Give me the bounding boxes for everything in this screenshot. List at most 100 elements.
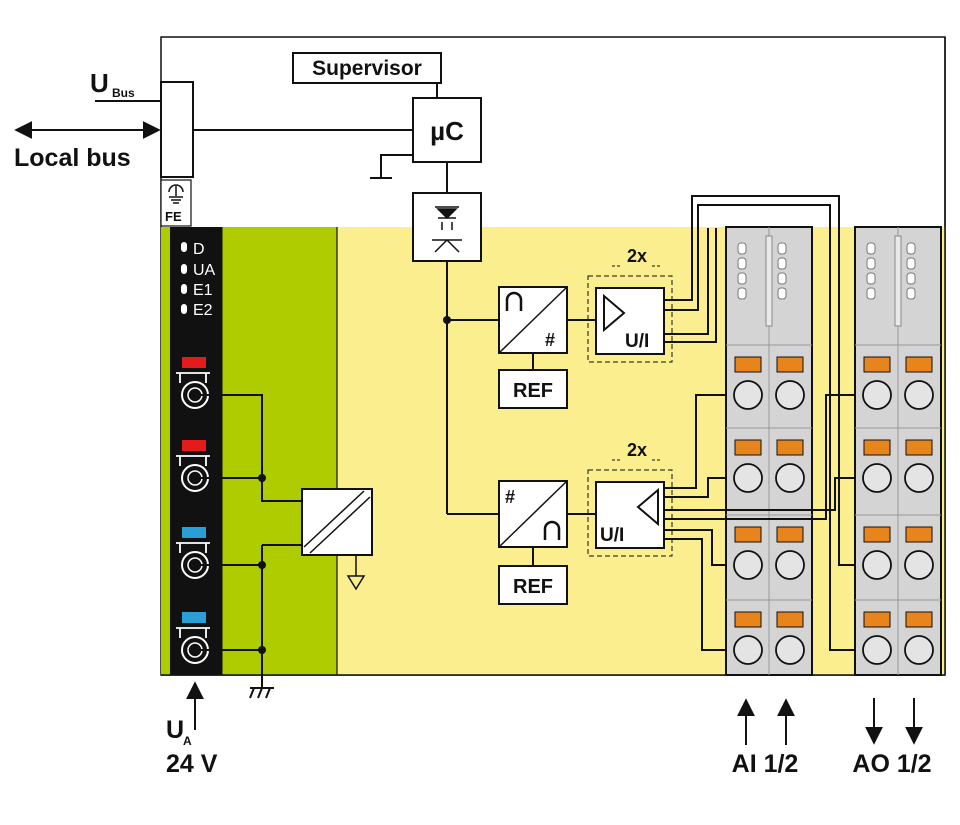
terminal-contact [733,463,763,493]
orange-release-button [863,526,891,543]
orange-release-button [863,356,891,373]
ai-label: AI 1/2 [732,750,799,778]
terminal-contact [904,463,934,493]
ui-bottom-label: U/I [600,525,624,546]
multiplier-bottom-label: 2x [627,440,647,460]
terminal-release-icon [176,542,210,553]
terminal-release-icon [176,455,210,466]
led-window [737,257,747,270]
status-leds [181,242,187,314]
orange-release-button [734,526,762,543]
orange-release-button [776,611,804,628]
led-d-label: D [193,241,205,258]
ua-subscript: A [183,734,192,748]
amplifier-icon [636,487,659,527]
terminal-contact [862,550,892,580]
ua-label: U [166,716,184,744]
terminal-contact [904,550,934,580]
led-ua-label: UA [193,262,216,279]
analog-symbol [505,291,523,311]
led-window [906,272,916,285]
led-window [777,242,787,255]
led-window [866,287,876,300]
orange-release-button [734,611,762,628]
led-window [906,287,916,300]
orange-release-button [776,356,804,373]
led-window [777,287,787,300]
adc-digital-symbol: # [545,330,555,350]
orange-release-button [776,439,804,456]
orange-release-button [905,611,933,628]
dc-dc-converter-icon [303,490,371,554]
terminal-contact [187,642,203,658]
terminal-contact [733,380,763,410]
terminal-release-icon [176,372,210,383]
led-e1-label: E1 [193,282,213,299]
amplifier-icon [603,293,626,333]
led-window [906,242,916,255]
microcontroller-label: µC [430,116,464,146]
ubus-subscript: Bus [112,86,135,100]
led-window [777,272,787,285]
terminal-contact [187,557,203,573]
ao-label: AO 1/2 [852,750,931,778]
earth-ground-icon [168,184,184,204]
terminal-contact [775,550,805,580]
microcontroller-box [412,97,482,163]
terminal-contact [733,635,763,665]
ao-terminal-block [854,226,942,676]
terminal-color-marker [182,527,206,538]
led-window [866,242,876,255]
led-window [737,272,747,285]
orange-release-button [734,356,762,373]
orange-release-button [905,439,933,456]
terminal-contact [904,380,934,410]
orange-release-button [734,439,762,456]
terminal-contact [862,380,892,410]
terminal-contact [775,635,805,665]
terminal-contact [775,463,805,493]
led-window [866,257,876,270]
amplifier-bottom-box [595,481,665,549]
terminal-color-marker [182,357,206,368]
optocoupler-icon [432,206,462,253]
power-terminals [176,357,210,664]
terminal-color-marker [182,612,206,623]
supervisor-label: Supervisor [312,57,422,80]
led-window [737,287,747,300]
terminal-contact [733,550,763,580]
ref-top-box [498,369,568,409]
led-e2-label: E2 [193,302,213,319]
terminal-contact [862,463,892,493]
ubus-label: U [90,68,109,98]
terminal-color-marker [182,440,206,451]
ref-top-label: REF [513,380,553,402]
bus-connector [160,81,194,178]
orange-release-button [905,526,933,543]
signal-wiring [664,195,855,651]
led-window [866,272,876,285]
ground-icon [249,687,274,699]
terminal-contact [187,470,203,486]
label-slot [765,235,773,327]
orange-release-button [905,356,933,373]
multiplier-top-label: 2x [627,246,647,266]
led-window [906,257,916,270]
ground-icon [370,154,413,179]
label-slot [894,235,902,327]
amplifier-bottom-dashed [587,469,673,557]
dac-digital-symbol: # [505,487,515,507]
fe-label: FE [165,209,182,224]
terminal-contact [904,635,934,665]
terminal-contact [775,380,805,410]
ui-top-label: U/I [625,331,649,352]
voltage-label: 24 V [166,750,218,778]
analog-symbol [543,520,561,540]
ref-bottom-label: REF [513,576,553,598]
led-window [737,242,747,255]
local-bus-label: Local bus [14,144,131,172]
led-window [777,257,787,270]
supervisor-box [292,52,442,84]
orange-release-button [776,526,804,543]
